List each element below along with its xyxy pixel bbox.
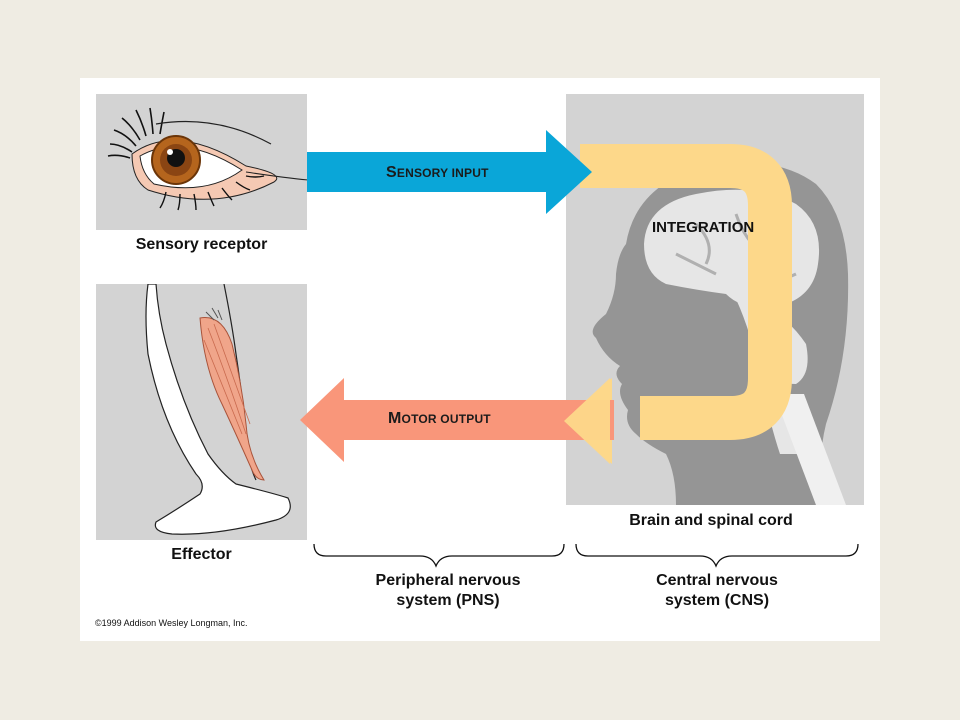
sensory-receptor-label: Sensory receptor [135,236,268,253]
braces [313,543,859,568]
brain-spinal-cord-label: Brain and spinal cord [629,512,793,529]
copyright-notice: ©1999 Addison Wesley Longman, Inc. [95,618,248,628]
arrows-layer [300,130,792,464]
sensory-receptor-panel [96,94,307,230]
integration-label: INTEGRATION [652,219,755,236]
eye-icon [107,107,307,211]
cns-brace [575,543,859,568]
effector-label: Effector [171,546,232,563]
leg-muscle-icon [145,284,291,535]
diagram-slide: Sensory receptor Effector [80,78,880,641]
sensory-input-arrow [307,130,592,214]
effector-panel [96,284,307,540]
motor-output-label: MOTOR OUTPUT [388,410,491,427]
sensory-input-label: SENSORY INPUT [386,164,489,181]
motor-output-arrow [300,378,614,462]
pns-brace [313,543,565,568]
integration-loop [580,144,792,440]
